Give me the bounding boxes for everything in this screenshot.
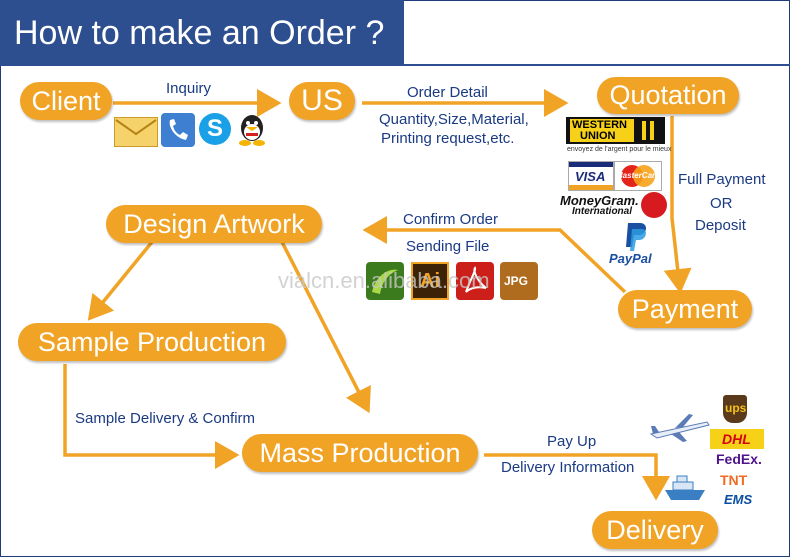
illustrator-icon: Ai <box>411 262 449 300</box>
label-inquiry: Inquiry <box>166 80 212 97</box>
email-icon <box>114 117 158 147</box>
arrow-sample-mass <box>63 364 240 469</box>
mastercard-logo: MasterCard <box>614 161 662 191</box>
paypal-logo: PayPal <box>609 251 652 266</box>
node-payment: Payment <box>618 290 752 328</box>
arrow-mass-delivery <box>484 453 670 501</box>
dhl-logo: DHL <box>710 429 764 449</box>
ups-logo: ups <box>723 395 747 423</box>
title-underline <box>0 64 790 66</box>
western-union-logo: WESTERN UNION <box>566 117 665 144</box>
moneygram-logo: MoneyGram. <box>560 193 639 208</box>
node-mass-production: Mass Production <box>242 434 478 472</box>
node-quotation: Quotation <box>597 77 739 114</box>
node-client: Client <box>20 82 112 120</box>
visa-logo: VISA <box>568 161 614 191</box>
node-delivery: Delivery <box>592 511 718 549</box>
label-quantity-line2: Printing request,etc. <box>381 130 515 147</box>
arrow-payment-design <box>362 216 627 294</box>
western-union-tagline: envoyez de l'argent pour le mieux <box>567 146 672 153</box>
watermark: vialcn.en.alibaba.com <box>278 268 490 293</box>
ems-logo: EMS <box>724 492 753 507</box>
label-sample-delivery: Sample Delivery & Confirm <box>75 410 256 427</box>
skype-icon: S <box>199 113 231 145</box>
label-delivery-information: Delivery Information <box>501 459 635 476</box>
title-bar: How to make an Order ? <box>0 0 404 64</box>
label-sending-file: Sending File <box>406 238 490 255</box>
node-sample-production: Sample Production <box>18 323 286 361</box>
jpg-icon: JPG <box>500 262 538 300</box>
label-full-payment: Full Payment <box>678 171 766 188</box>
qq-icon <box>237 113 267 147</box>
label-confirm-order: Confirm Order <box>403 211 499 228</box>
label-quantity-line1: Quantity,Size,Material, <box>379 111 529 128</box>
pdf-icon <box>456 262 494 300</box>
tnt-logo: TNT <box>720 472 748 488</box>
node-design-artwork: Design Artwork <box>106 205 322 243</box>
coreldraw-icon <box>366 262 404 300</box>
label-deposit: Deposit <box>695 217 746 234</box>
page-title: How to make an Order ? <box>14 14 385 52</box>
node-us: US <box>289 82 355 120</box>
arrow-quotation-payment <box>663 116 692 294</box>
arrow-design-mass <box>280 241 371 414</box>
airplane-icon <box>649 412 711 444</box>
moneygram-globe-icon <box>641 192 667 218</box>
label-or: OR <box>710 195 733 212</box>
label-order-detail: Order Detail <box>407 84 488 101</box>
moneygram-subtitle: International <box>572 206 633 217</box>
arrow-design-sample <box>87 240 154 321</box>
ship-icon <box>663 474 707 502</box>
paypal-icon <box>620 221 650 251</box>
phone-icon <box>161 113 195 147</box>
label-pay-up: Pay Up <box>547 433 597 450</box>
fedex-logo: FedEx. <box>716 451 762 467</box>
